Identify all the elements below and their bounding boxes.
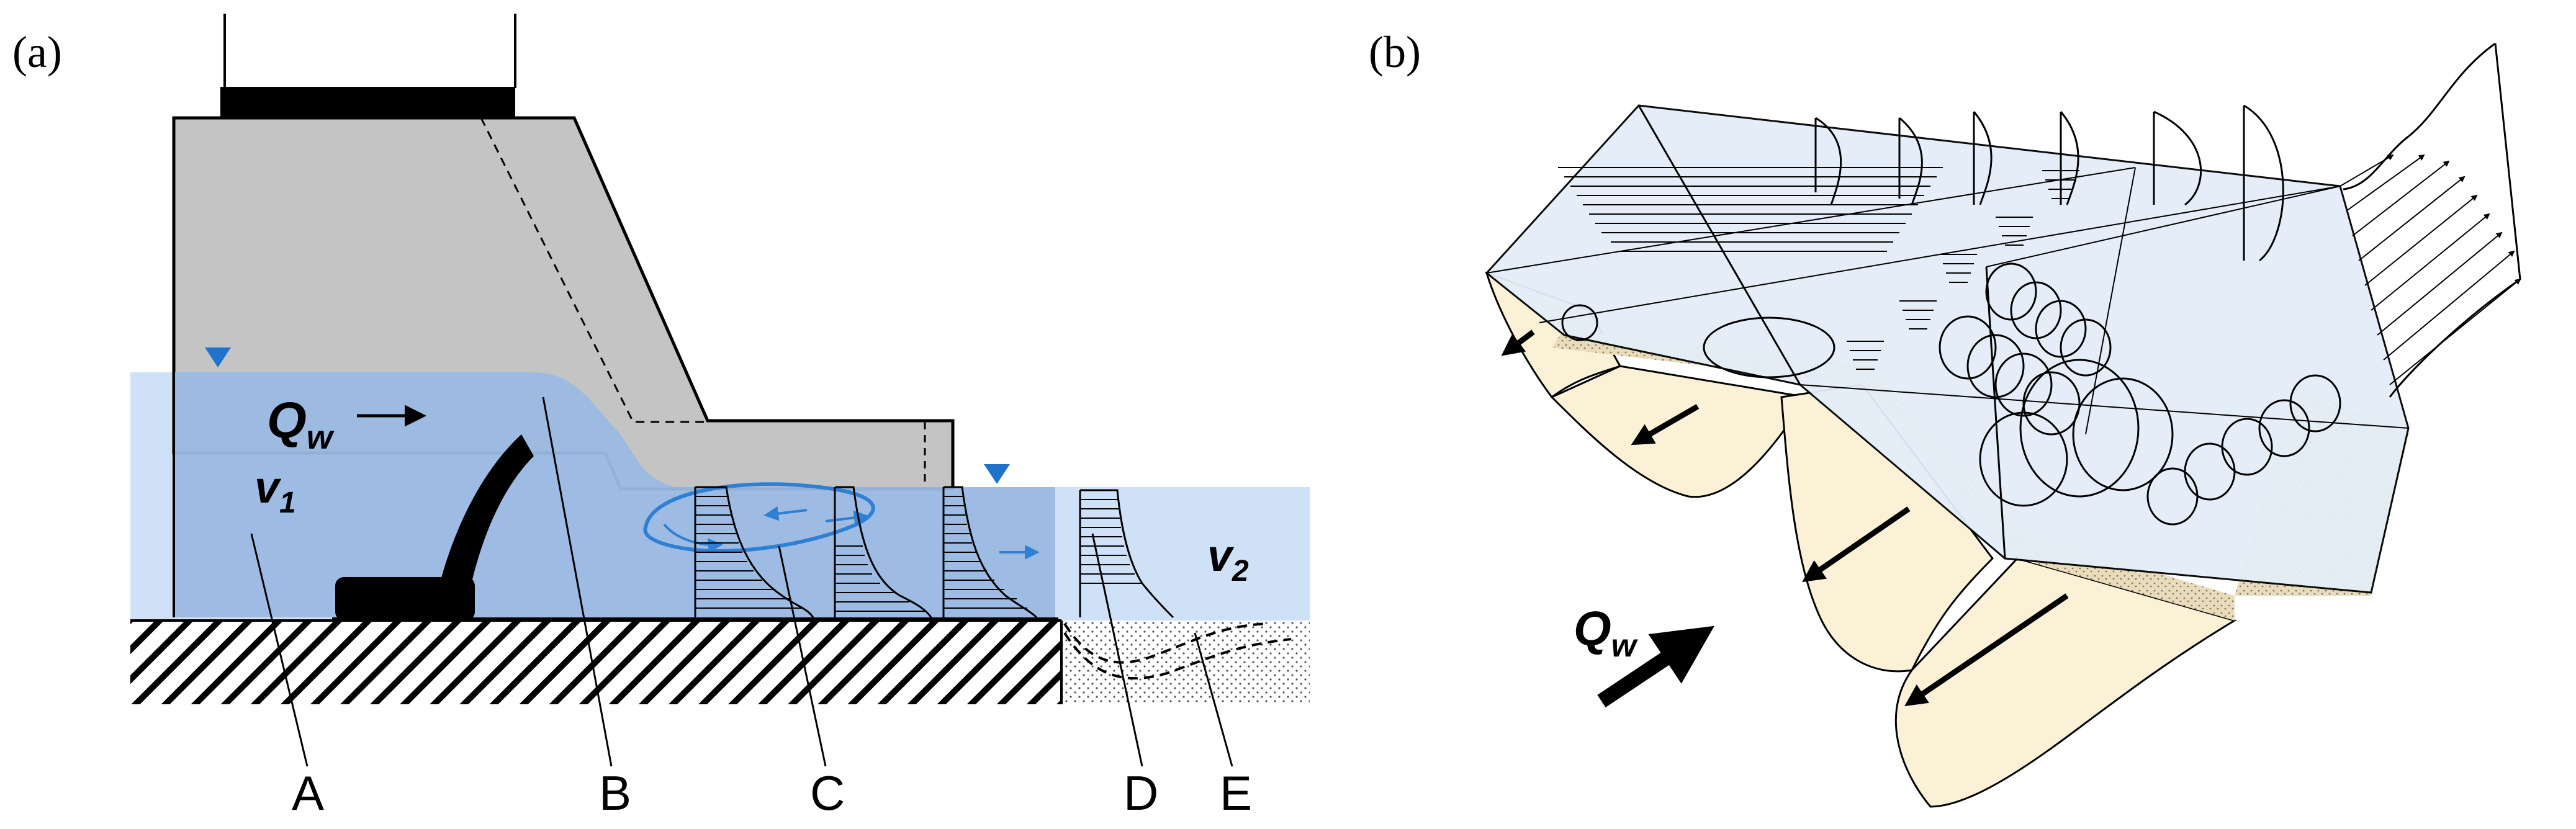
velocity-profile-1: [694, 486, 814, 618]
velocity-profile-4: [1079, 489, 1174, 619]
callout-b: B: [599, 766, 631, 820]
ground-hatched: [130, 621, 1061, 704]
panel-b-label: (b): [1369, 27, 1421, 77]
callout-c: C: [810, 766, 845, 820]
vortex-arrow-2: [763, 506, 808, 521]
flow-symbol-a: Qw: [267, 392, 335, 456]
callout-line-a: [250, 533, 308, 767]
vortex-arrow-1: [663, 523, 723, 553]
helical-vortices: [1939, 262, 2341, 526]
callout-line-d: [1091, 533, 1143, 767]
dam-joint-line: [480, 117, 708, 423]
callout-line-c: [778, 545, 827, 767]
bank-segment-2: [1550, 365, 1808, 498]
surface-flow-lines: [1558, 167, 1943, 252]
gate-pivot-block: [335, 577, 475, 621]
flow-arrow-b: [1597, 625, 1714, 707]
surface-velocity-profiles: [1814, 104, 2284, 262]
outflow-velocity-profile: [2340, 42, 2521, 398]
radial-gate: [435, 434, 534, 605]
velocity-profile-3: [942, 486, 1038, 619]
flow-symbol-b: Qw: [1574, 601, 1639, 664]
panel-b: (b): [1369, 27, 2521, 808]
downstream-water-level-marker: [984, 464, 1010, 484]
bank-arrow-4: [1904, 593, 2069, 707]
upstream-water-level-marker: [205, 347, 231, 367]
callout-line-b: [542, 397, 613, 767]
velocity-profile-2: [834, 486, 932, 618]
dam-crest-slab: [220, 87, 515, 119]
volume-edge-1: [1637, 105, 1801, 385]
bank-arrow-3: [1802, 506, 1911, 583]
volume-edge-5: [1985, 266, 2006, 559]
water-volume: [1485, 104, 2410, 594]
bank-segment-3: [1780, 383, 1994, 673]
bank-arrow-2: [1631, 404, 1700, 446]
callout-e: E: [1220, 766, 1252, 820]
bank-segment-4: [1894, 557, 2237, 808]
recirculation-eddy: [1703, 316, 1835, 379]
callout-line-e: [1194, 632, 1233, 767]
panel-a-label: (a): [12, 27, 62, 77]
panel-a: (a): [12, 14, 1310, 820]
funnel-vortices: [1847, 170, 2079, 370]
bank-arrow-1: [1501, 329, 1535, 356]
upstream-velocity-label: v1: [254, 463, 296, 519]
volume-edge-2: [1486, 167, 2136, 274]
small-eddy: [1561, 304, 1598, 341]
scour-profile-2: [1063, 632, 1292, 680]
callout-d: D: [1124, 766, 1158, 820]
volume-edge-4: [1986, 186, 2341, 267]
scour-profile-1: [1063, 622, 1267, 664]
downstream-velocity-label: v2: [1207, 531, 1249, 588]
volume-edge-7: [1799, 384, 2409, 429]
callout-a: A: [292, 766, 324, 820]
erodible-bed: [1061, 621, 1310, 704]
